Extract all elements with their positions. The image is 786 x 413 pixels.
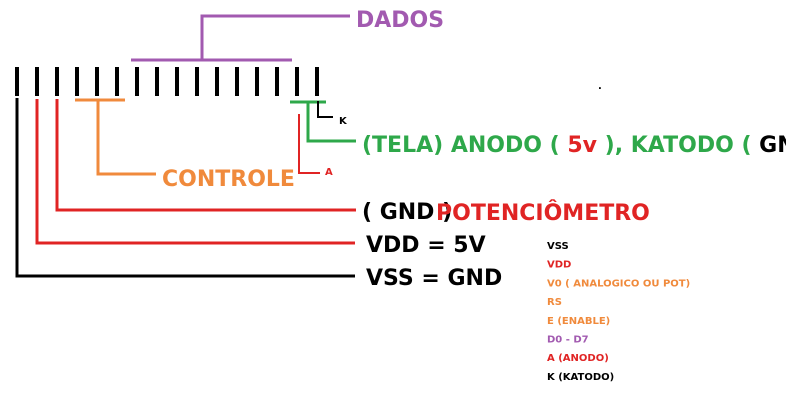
- legend-item: E (ENABLE): [547, 316, 610, 327]
- vss-line: [15, 98, 355, 278]
- controle-bracket: [75, 98, 156, 176]
- tela-5v: 5v: [567, 133, 597, 158]
- dados-bracket: [131, 14, 350, 62]
- legend-item: K (KATODO): [547, 372, 614, 383]
- pin-11: [215, 67, 219, 96]
- legend-item: A (ANODO): [547, 353, 609, 364]
- pin-12: [235, 67, 239, 96]
- pin-6: [115, 67, 119, 96]
- controle-label: CONTROLE: [162, 167, 295, 192]
- pin-13: [255, 67, 259, 96]
- pin-9: [175, 67, 179, 96]
- vss-label: VSS = GND: [366, 266, 502, 291]
- a-line: [298, 114, 320, 174]
- pin-15: [295, 67, 299, 96]
- vdd-line: [35, 99, 355, 245]
- legend-item: VDD: [547, 260, 571, 271]
- tela-part1: (TELA) ANODO (: [362, 133, 560, 158]
- dados-label: DADOS: [356, 8, 444, 33]
- backlight-bracket: [290, 100, 356, 143]
- pin-10: [195, 67, 199, 96]
- pin-3: [55, 67, 59, 96]
- pin-row: [15, 67, 319, 96]
- legend-item: D0 - D7: [547, 335, 589, 346]
- pin-4: [75, 67, 79, 96]
- k-line: [317, 101, 333, 118]
- pin-14: [275, 67, 279, 96]
- legend-item: VSS: [547, 241, 569, 252]
- potenciometro-line: [55, 99, 356, 212]
- pin-16: [315, 67, 319, 96]
- tela-part2: ), KATODO (: [605, 133, 752, 158]
- legend-item: V0 ( ANALOGICO OU POT): [547, 278, 690, 289]
- a-label: A: [325, 167, 333, 178]
- pin-legend: VSS VDD V0 ( ANALOGICO OU POT) RS E (ENABLE)…: [547, 241, 690, 383]
- tela-label: (TELA) ANODO ( 5v ), KATODO ( GND ): [362, 133, 786, 158]
- pin-8: [155, 67, 159, 96]
- k-label: K: [339, 116, 348, 127]
- gnd-paren-label: ( GND ): [362, 200, 452, 225]
- pin-2: [35, 67, 39, 96]
- potenciometro-label: POTENCIÔMETRO: [436, 200, 650, 226]
- pin-5: [95, 67, 99, 96]
- legend-item: RS: [547, 297, 562, 308]
- pin-7: [135, 67, 139, 96]
- vdd-label: VDD = 5V: [366, 233, 486, 258]
- tela-gnd: GND: [759, 133, 786, 158]
- stray-dot: .: [598, 81, 602, 92]
- pin-1: [15, 67, 19, 96]
